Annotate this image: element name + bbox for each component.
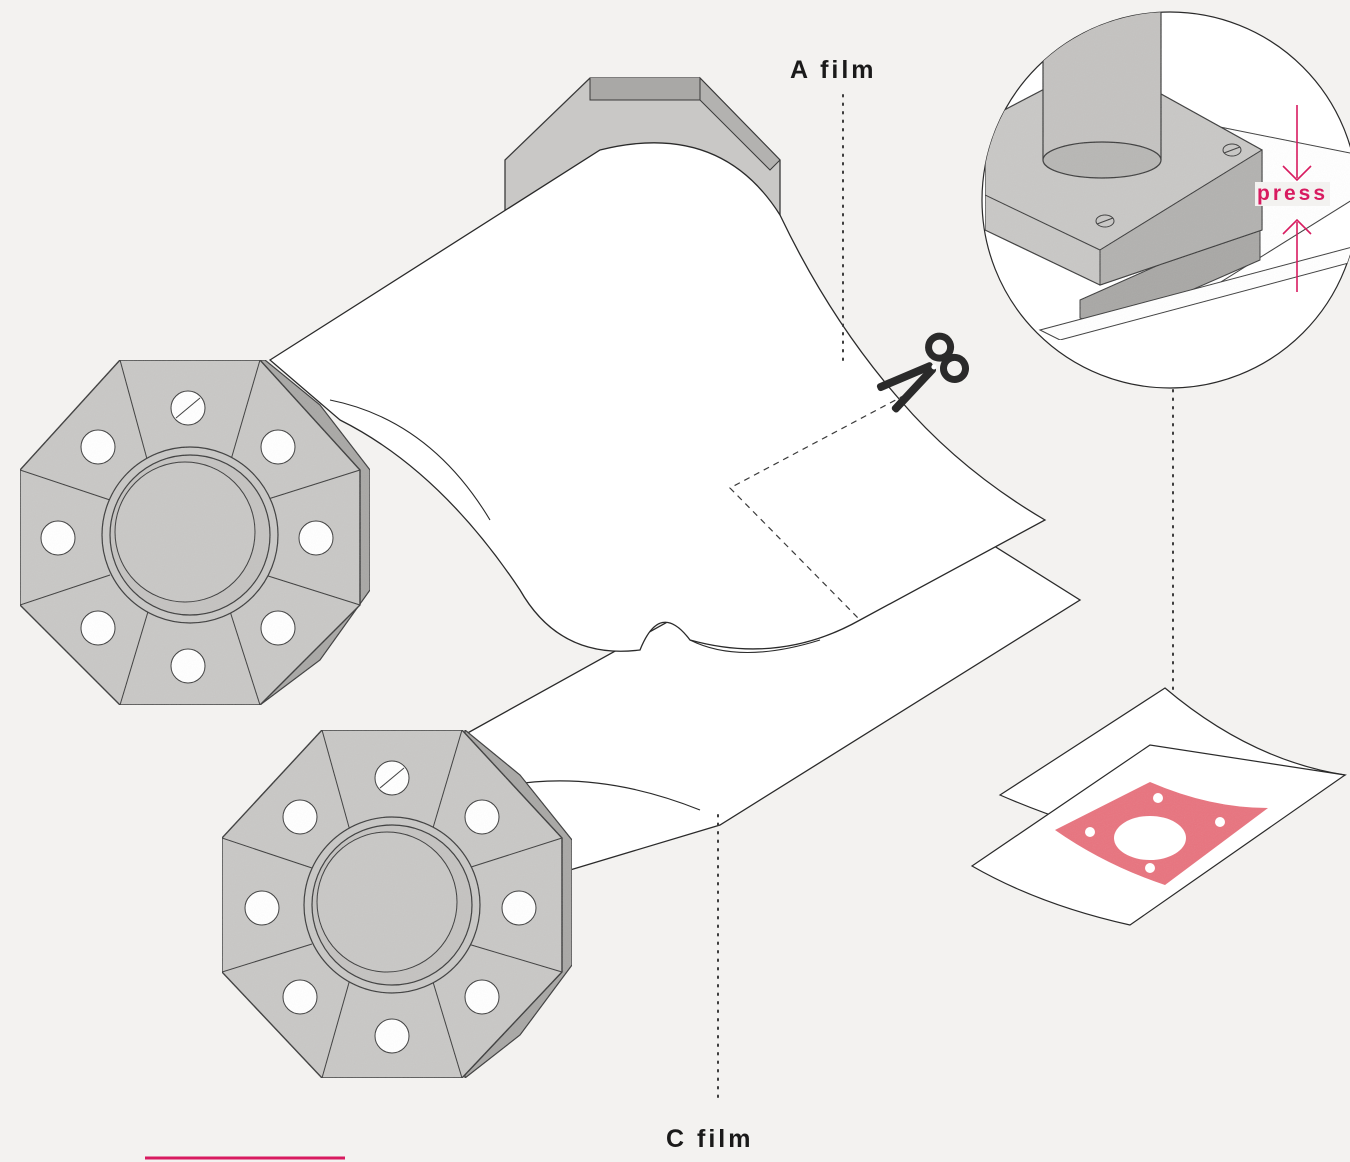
a-film-sheet — [268, 142, 1047, 654]
arrow-up-icon — [1282, 218, 1312, 292]
upper-roller — [19, 359, 371, 707]
a-film-label: A film — [790, 56, 877, 84]
press-label: press — [1255, 182, 1331, 206]
cut-line — [729, 394, 906, 621]
arrow-down-icon — [1282, 105, 1312, 182]
c-film-label: C film — [666, 1125, 754, 1153]
press-detail — [981, 11, 1350, 389]
gasket-output — [970, 687, 1347, 926]
lower-roller — [221, 728, 573, 1080]
scissors-icon — [876, 332, 969, 413]
